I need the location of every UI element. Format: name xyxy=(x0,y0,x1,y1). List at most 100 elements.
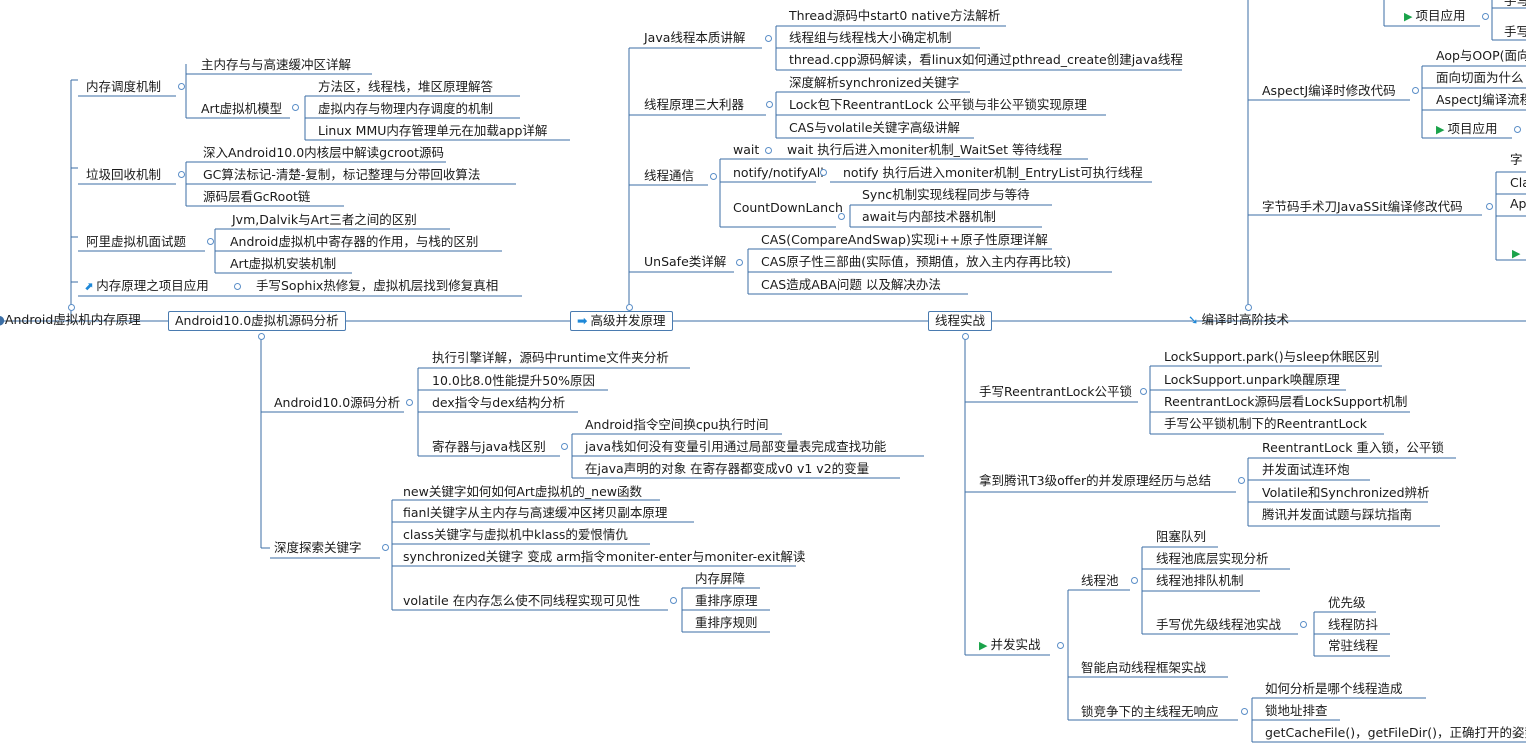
node-mem-project[interactable]: ⬈内存原理之项目应用 xyxy=(84,278,209,293)
collapse-toggle-icon[interactable] xyxy=(406,399,413,406)
collapse-toggle-icon[interactable] xyxy=(1486,203,1493,210)
node-gc[interactable]: 垃圾回收机制 xyxy=(86,167,162,182)
node-cas-atomic[interactable]: CAS(CompareAndSwap)实现i++原子性原理详解 xyxy=(761,232,1048,247)
collapse-toggle-icon[interactable] xyxy=(1245,304,1252,311)
collapse-toggle-icon[interactable] xyxy=(68,304,75,311)
node-sync-kw[interactable]: synchronized关键字 变成 arm指令moniter-enter与mo… xyxy=(403,549,806,564)
node-final-kw[interactable]: fianl关键字从主内存与高速缓冲区拷贝副本原理 xyxy=(403,505,668,520)
node-project-top[interactable]: ▶项目应用 xyxy=(1404,8,1466,23)
node-handwrite-1[interactable]: 手写 xyxy=(1504,0,1526,8)
node-art-model[interactable]: Art虚拟机模型 xyxy=(201,101,283,116)
node-thread-group[interactable]: 线程组与线程栈大小确定机制 xyxy=(789,30,952,45)
collapse-toggle-icon[interactable] xyxy=(736,259,743,266)
topic-vm-memory[interactable]: ●Android虚拟机内存原理 xyxy=(0,312,141,328)
node-conc-practice[interactable]: ▶并发实战 xyxy=(979,637,1041,652)
collapse-toggle-icon[interactable] xyxy=(670,597,677,604)
collapse-toggle-icon[interactable] xyxy=(962,333,969,340)
node-resident[interactable]: 常驻线程 xyxy=(1328,638,1379,653)
node-block-queue[interactable]: 阻塞队列 xyxy=(1156,529,1207,544)
node-aop-oop[interactable]: Aop与OOP(面向 xyxy=(1436,48,1526,63)
collapse-toggle-icon[interactable] xyxy=(626,304,633,311)
node-runtime[interactable]: 执行引擎详解，源码中runtime文件夹分析 xyxy=(432,350,669,365)
node-vol-sync[interactable]: Volatile和Synchronized辨析 xyxy=(1262,485,1430,500)
node-cache-main[interactable]: 主内存与与高速缓冲区详解 xyxy=(201,57,352,72)
node-reorder-rule[interactable]: 重排序规则 xyxy=(695,615,758,630)
topic-android10-source[interactable]: Android10.0虚拟机源码分析 xyxy=(168,311,346,331)
node-barrier[interactable]: 内存屏障 xyxy=(695,571,746,586)
node-notify-desc[interactable]: notify 执行后进入moniter机制_EntryList可执行线程 xyxy=(843,165,1143,180)
node-fair-rl[interactable]: 手写公平锁机制下的ReentrantLock xyxy=(1164,416,1367,431)
node-priority-pool[interactable]: 手写优先级线程池实战 xyxy=(1156,617,1282,632)
collapse-toggle-icon[interactable] xyxy=(1131,577,1138,584)
collapse-toggle-icon[interactable] xyxy=(178,83,185,90)
node-gc-algo[interactable]: GC算法标记-清楚-复制，标记整理与分带回收算法 xyxy=(203,167,481,182)
node-thread-comm[interactable]: 线程通信 xyxy=(644,168,695,183)
collapse-toggle-icon[interactable] xyxy=(820,169,827,176)
node-register-role[interactable]: Android虚拟机中寄存器的作用，与栈的区别 xyxy=(230,234,479,249)
node-park[interactable]: LockSupport.park()与sleep休眠区别 xyxy=(1164,349,1380,364)
node-anti-shake[interactable]: 线程防抖 xyxy=(1328,617,1379,632)
node-aba[interactable]: CAS造成ABA问题 以及解决办法 xyxy=(761,277,941,292)
collapse-toggle-icon[interactable] xyxy=(1300,621,1307,628)
node-cache-file[interactable]: getCacheFile()，getFileDir()，正确打开的姿势 xyxy=(1265,725,1526,740)
node-wait-desc[interactable]: wait 执行后进入moniter机制_WaitSet 等待线程 xyxy=(787,142,1063,157)
node-art-install[interactable]: Art虚拟机安装机制 xyxy=(230,256,337,271)
node-reorder[interactable]: 重排序原理 xyxy=(695,593,758,608)
node-unsafe[interactable]: UnSafe类详解 xyxy=(644,254,727,269)
collapse-toggle-icon[interactable] xyxy=(1514,126,1521,133)
collapse-toggle-icon[interactable] xyxy=(178,171,185,178)
node-countdownlatch[interactable]: CountDownLanch xyxy=(733,200,843,215)
node-three-tools[interactable]: 线程原理三大利器 xyxy=(644,97,745,112)
node-thread-pool[interactable]: 线程池 xyxy=(1081,573,1119,588)
node-reg-stack[interactable]: 寄存器与java栈区别 xyxy=(432,439,546,454)
node-dex[interactable]: dex指令与dex结构分析 xyxy=(432,395,566,410)
node-sophix[interactable]: 手写Sophix热修复，虚拟机层找到修复真相 xyxy=(256,278,499,293)
collapse-toggle-icon[interactable] xyxy=(292,104,299,111)
node-tencent-guide[interactable]: 腾讯并发面试题与踩坑指南 xyxy=(1262,507,1413,522)
node-sync-deep[interactable]: 深度解析synchronized关键字 xyxy=(789,75,960,90)
node-smart-start[interactable]: 智能启动线程框架实战 xyxy=(1081,660,1207,675)
node-anr[interactable]: 锁竞争下的主线程无响应 xyxy=(1081,704,1219,719)
node-pool-impl[interactable]: 线程池底层实现分析 xyxy=(1156,551,1269,566)
node-tencent-offer[interactable]: 拿到腾讯T3级offer的并发原理经历与总结 xyxy=(979,473,1212,488)
node-project-mid[interactable]: ▶项目应用 xyxy=(1436,121,1498,136)
node-new-kw[interactable]: new关键字如何如何Art虚拟机的_new函数 xyxy=(403,484,643,499)
collapse-toggle-icon[interactable] xyxy=(207,238,214,245)
collapse-toggle-icon[interactable] xyxy=(1140,388,1147,395)
collapse-toggle-icon[interactable] xyxy=(765,35,772,42)
node-volatile-kw[interactable]: volatile 在内存怎么使不同线程实现可见性 xyxy=(403,593,641,608)
topic-compile-time[interactable]: ➘编译时高阶技术 xyxy=(1188,312,1289,327)
node-rl-src[interactable]: ReentrantLock源码层看LockSupport机制 xyxy=(1164,394,1408,409)
node-virtual-mem[interactable]: 虚拟内存与物理内存调度的机制 xyxy=(318,101,494,116)
node-handwrite-2[interactable]: 手写 xyxy=(1504,24,1526,39)
node-rl-reentrant[interactable]: ReentrantLock 重入锁，公平锁 xyxy=(1262,440,1444,455)
node-notify[interactable]: notify/notifyAll xyxy=(733,165,824,180)
node-cpu-time[interactable]: Android指令空间换cpu执行时间 xyxy=(585,417,769,432)
node-ap[interactable]: Ap xyxy=(1510,196,1526,211)
collapse-toggle-icon[interactable] xyxy=(382,544,389,551)
node-wait[interactable]: wait xyxy=(733,142,760,157)
node-start0[interactable]: Thread源码中start0 native方法解析 xyxy=(789,8,1001,23)
node-gcroot-deep[interactable]: 深入Android10.0内核层中解读gcroot源码 xyxy=(203,145,445,160)
node-handwrite-reentrant[interactable]: 手写ReentrantLock公平锁 xyxy=(979,384,1132,399)
node-v0v1[interactable]: 在java声明的对象 在寄存器都变成v0 v1 v2的变量 xyxy=(585,461,870,476)
node-aop-what[interactable]: 面向切面为什么 xyxy=(1436,70,1524,85)
collapse-toggle-icon[interactable] xyxy=(765,147,772,154)
node-keywords[interactable]: 深度探索关键字 xyxy=(274,540,362,555)
node-lock-pkg[interactable]: Lock包下ReentrantLock 公平锁与非公平锁实现原理 xyxy=(789,97,1087,112)
node-pthread[interactable]: thread.cpp源码解读，看linux如何通过pthread_create创… xyxy=(789,52,1183,67)
node-mem-sched[interactable]: 内存调度机制 xyxy=(86,79,162,94)
node-gcroot-chain[interactable]: 源码层看GcRoot链 xyxy=(203,189,311,204)
node-zi[interactable]: 字 xyxy=(1510,152,1523,167)
node-pool-queue[interactable]: 线程池排队机制 xyxy=(1156,573,1244,588)
topic-concurrency[interactable]: ➡高级并发原理 xyxy=(570,311,673,331)
node-lock-addr[interactable]: 锁地址排查 xyxy=(1265,703,1328,718)
collapse-toggle-icon[interactable] xyxy=(234,283,241,290)
topic-thread-practice[interactable]: 线程实战 xyxy=(928,311,993,331)
node-sync-impl[interactable]: Sync机制实现线程同步与等待 xyxy=(862,187,1030,202)
node-java-thread[interactable]: Java线程本质讲解 xyxy=(644,30,746,45)
node-a10-src-analysis[interactable]: Android10.0源码分析 xyxy=(274,395,401,410)
node-local-var[interactable]: java栈如何没有变量引用通过局部变量表完成查找功能 xyxy=(585,439,887,454)
collapse-toggle-icon[interactable] xyxy=(766,101,773,108)
node-perf[interactable]: 10.0比8.0性能提升50%原因 xyxy=(432,373,595,388)
